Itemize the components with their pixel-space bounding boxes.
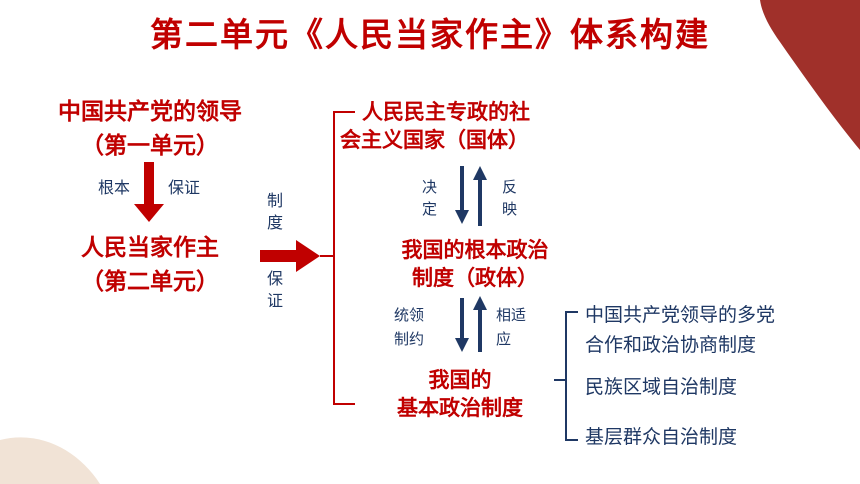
party-leadership-line2: （第一单元） (81, 132, 219, 159)
relation-adapt-label-line1: 相适 (496, 306, 527, 324)
relation-lead-label-line1: 统领 (394, 306, 425, 324)
multiparty-cooperation-line1: 中国共产党领导的多党 (585, 304, 776, 326)
guarantee-arrow-shaft (144, 162, 154, 206)
regional-ethnic-autonomy: 民族区域自治制度 (585, 376, 738, 398)
state-system-line1: 人民民主专政的社 (362, 99, 530, 124)
reflect-arrow-head (473, 166, 487, 180)
grassroots-self-governance: 基层群众自治制度 (585, 426, 738, 448)
relation-decide-label: 决定 (422, 178, 438, 218)
basic-political-system-line2: 基本政治制度 (397, 395, 523, 420)
multiparty-cooperation-line2: 合作和政治协商制度 (585, 334, 757, 356)
state-system-line2: 会主义国家（国体） (340, 127, 529, 152)
adapt-arrow-head (473, 296, 487, 310)
arrow-label-fundamental: 根本 (98, 178, 131, 197)
fundamental-political-system-line1: 我国的根本政治 (401, 237, 549, 262)
connector-label-guarantee: 保证 (267, 269, 284, 310)
basic-political-system-line1: 我国的 (428, 367, 492, 392)
corner-decoration-red (760, 0, 860, 150)
party-leadership-line1: 中国共产党的领导 (58, 98, 242, 125)
corner-decoration-beige (0, 437, 100, 484)
relation-reflect-label: 反映 (502, 178, 518, 218)
people-masters-line2: （第二单元） (81, 268, 219, 295)
relation-adapt-label-line2: 应 (496, 330, 512, 348)
system-guarantee-arrow-head (296, 240, 320, 272)
guarantee-arrow-head (134, 204, 164, 222)
basic-system-brace (565, 311, 578, 441)
fundamental-political-system-line2: 制度（政体） (412, 265, 538, 290)
people-masters-line1: 人民当家作主 (81, 234, 219, 261)
page-title: 第二单元《人民当家作主》体系构建 (150, 15, 710, 54)
relation-lead-label-line2: 制约 (394, 330, 425, 348)
connector-label-system: 制度 (267, 191, 284, 232)
arrow-label-guarantee: 保证 (168, 178, 201, 197)
main-brace (333, 111, 355, 405)
lead-arrow-head (455, 338, 469, 352)
system-guarantee-arrow-shaft (260, 250, 296, 262)
decide-arrow-head (455, 210, 469, 224)
